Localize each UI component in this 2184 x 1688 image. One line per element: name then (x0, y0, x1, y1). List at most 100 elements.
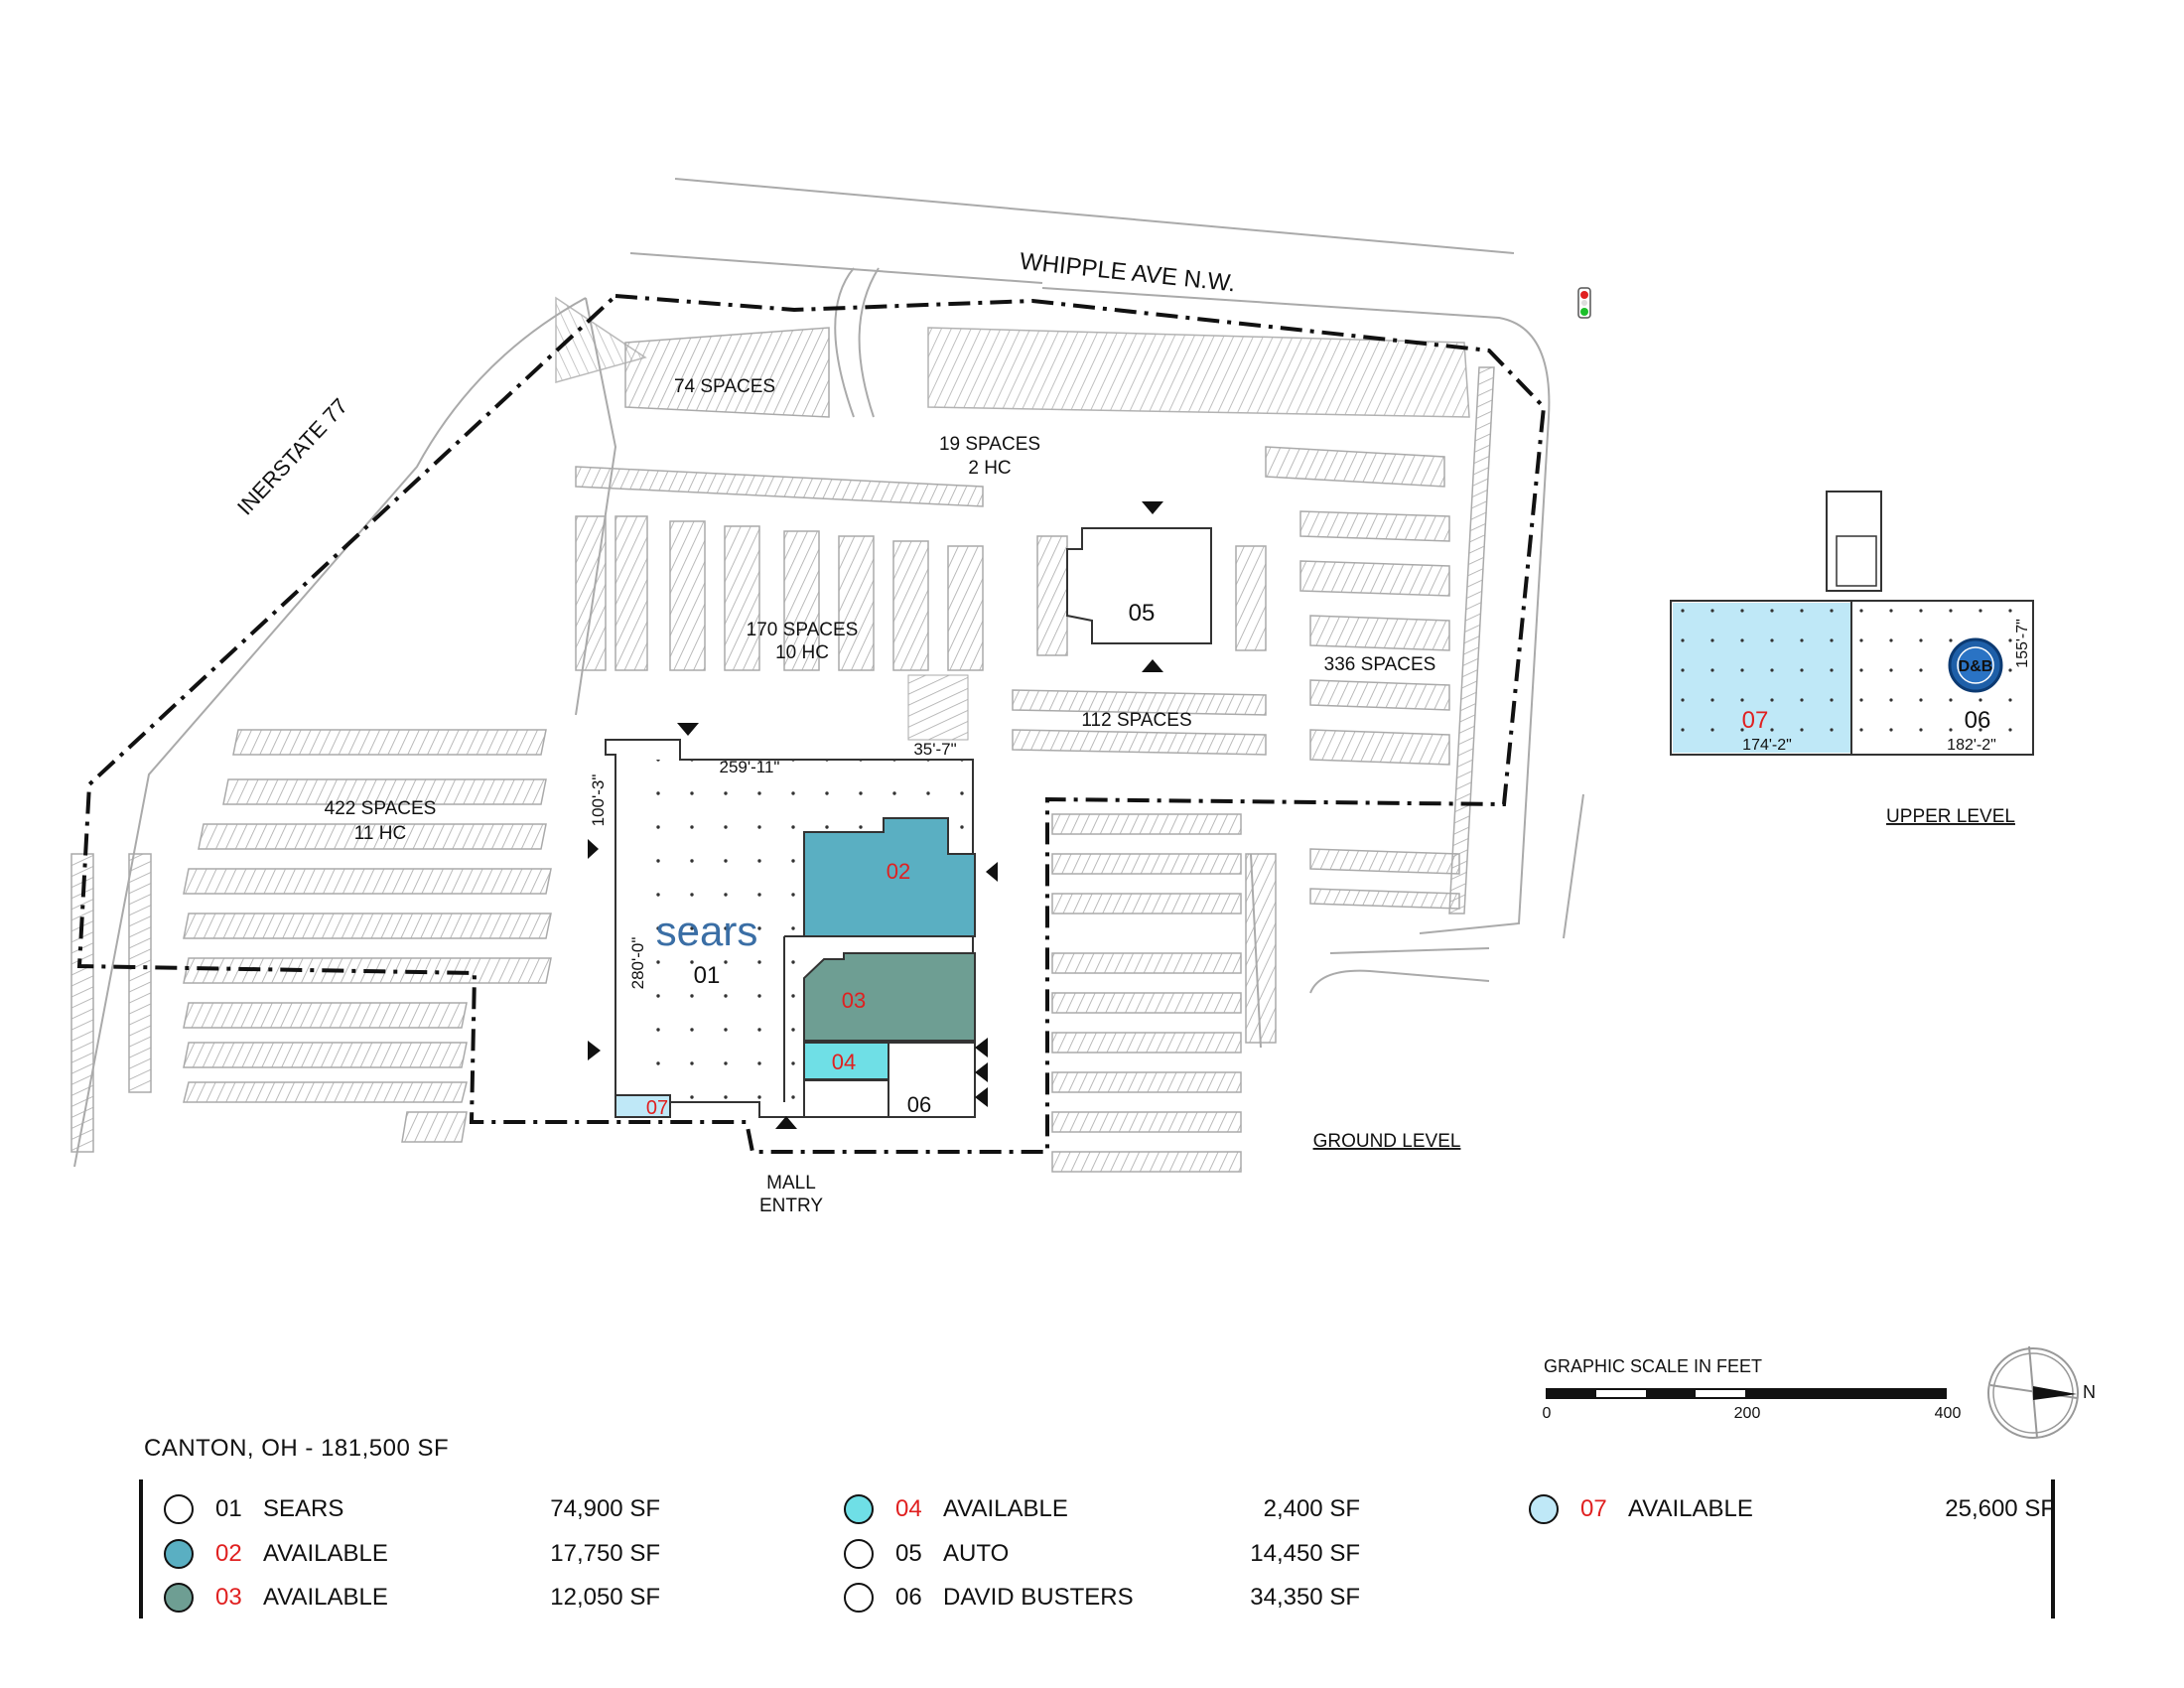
parking-lot-f-1: 422 SPACES (325, 798, 437, 819)
legend-item: 06 DAVID BUSTERS 34,350 SF (844, 1580, 1360, 1616)
legend-unit-name: AVAILABLE (263, 1540, 388, 1567)
legend-bar-right (2051, 1479, 2055, 1618)
parking-lot-c-2: 10 HC (775, 642, 829, 663)
parking-lot-f-2: 11 HC (354, 823, 406, 844)
mall-entry-1: MALL (766, 1173, 816, 1194)
scale-title: GRAPHIC SCALE IN FEET (1544, 1356, 1762, 1376)
unit-04-area (803, 1042, 889, 1080)
upper-dimension-2: 182'-2" (1947, 737, 1996, 754)
traffic-signal-icon (1577, 287, 1591, 319)
arrow-05-north (1142, 501, 1163, 514)
dave-and-busters-logo: D&B (1948, 637, 2003, 693)
legend-unit-size: 12,050 SF (550, 1584, 660, 1611)
scale-tick-0: 0 (1543, 1405, 1552, 1422)
dimension-width-main: 259'-11" (720, 758, 780, 776)
legend-unit-name: AVAILABLE (263, 1584, 388, 1611)
mall-entry-2: ENTRY (759, 1196, 823, 1216)
legend-unit-name: AVAILABLE (943, 1495, 1068, 1522)
legend-swatch (844, 1583, 874, 1613)
dimension-width-side: 35'-7" (913, 740, 956, 759)
arrow-mall-west-2 (588, 1041, 601, 1060)
scale-tick-400: 400 (1935, 1405, 1962, 1422)
unit-02-area (803, 817, 976, 937)
legend-unit-size: 2,400 SF (1263, 1495, 1360, 1522)
north-label: N (2083, 1382, 2096, 1402)
legend-unit-name: SEARS (263, 1495, 344, 1522)
legend-unit-number: 01 (215, 1495, 242, 1522)
parking-lot-b-2: 2 HC (968, 458, 1011, 479)
legend-bar-left (139, 1479, 143, 1618)
unit-label-06: 06 (907, 1092, 931, 1117)
legend-unit-number: 06 (895, 1584, 922, 1611)
arrow-mall-east-3 (975, 1062, 988, 1082)
legend-unit-size: 74,900 SF (550, 1495, 660, 1522)
upper-dimension-1: 174'-2" (1742, 737, 1792, 754)
unit-label-04: 04 (832, 1050, 856, 1074)
road-whipple: WHIPPLE AVE N.W. (1019, 248, 1237, 298)
legend-title: CANTON, OH - 181,500 SF (144, 1435, 450, 1462)
legend-unit-number: 02 (215, 1540, 242, 1567)
legend-unit-number: 04 (895, 1495, 922, 1522)
arrow-mall-west (588, 839, 599, 859)
arrow-mall-east (986, 862, 998, 882)
arrow-mall-east-2 (975, 1038, 988, 1057)
ground-level-label: GROUND LEVEL (1313, 1131, 1461, 1152)
upper-unit-label-06: 06 (1965, 707, 1991, 734)
upper-unit-label-07: 07 (1742, 707, 1769, 734)
legend-unit-size: 14,450 SF (1250, 1540, 1360, 1567)
legend-swatch (844, 1494, 874, 1524)
dnb-logo-text: D&B (1959, 658, 1993, 675)
unit-07-area (614, 1094, 671, 1118)
legend-item: 01 SEARS 74,900 SF (164, 1491, 660, 1527)
unit-label-03: 03 (842, 988, 866, 1013)
legend-unit-number: 07 (1580, 1495, 1607, 1522)
unit-label-01: 01 (694, 962, 721, 989)
legend-unit-number: 05 (895, 1540, 922, 1567)
parking-lot-a: 74 SPACES (674, 376, 775, 397)
graphic-scale-bar (1546, 1388, 1947, 1399)
legend-swatch (164, 1494, 194, 1524)
arrow-05-south (1142, 659, 1163, 672)
parking-lot-e: 112 SPACES (1081, 710, 1191, 731)
unit-06-area (887, 1042, 976, 1118)
upper-dimension-depth: 155'-7" (2014, 619, 2031, 668)
dimension-depth-main: 280'-0" (628, 937, 647, 990)
road-interstate: INERSTATE 77 (232, 393, 352, 519)
arrow-mall-entry (775, 1116, 797, 1129)
building-05-auto (1066, 527, 1212, 644)
parking-lot-b-1: 19 SPACES (939, 434, 1040, 455)
legend-swatch (1529, 1494, 1559, 1524)
legend-unit-size: 34,350 SF (1250, 1584, 1360, 1611)
legend-unit-name: AVAILABLE (1628, 1495, 1753, 1522)
mall-building-ground-level (605, 674, 976, 1118)
arrow-mall-north (677, 723, 699, 736)
arrow-mall-east-4 (975, 1087, 988, 1107)
legend-unit-name: AUTO (943, 1540, 1010, 1567)
sears-logo: sears (656, 908, 758, 954)
property-boundary (76, 294, 1547, 1154)
legend-swatch (844, 1539, 874, 1569)
upper-level-label: UPPER LEVEL (1886, 806, 2015, 827)
legend-unit-size: 25,600 SF (1945, 1495, 2055, 1522)
parking-lot-d: 336 SPACES (1324, 654, 1436, 675)
legend-item: 02 AVAILABLE 17,750 SF (164, 1536, 660, 1572)
legend-unit-number: 03 (215, 1584, 242, 1611)
legend-item: 04 AVAILABLE 2,400 SF (844, 1491, 1360, 1527)
legend-unit-name: DAVID BUSTERS (943, 1584, 1134, 1611)
legend-item: 03 AVAILABLE 12,050 SF (164, 1580, 660, 1616)
legend-item: 05 AUTO 14,450 SF (844, 1536, 1360, 1572)
scale-tick-200: 200 (1734, 1405, 1761, 1422)
unit-label-07: 07 (646, 1097, 668, 1119)
unit-label-05: 05 (1129, 600, 1156, 627)
legend-unit-size: 17,750 SF (550, 1540, 660, 1567)
unit-label-02: 02 (887, 859, 910, 884)
legend-swatch (164, 1583, 194, 1613)
north-arrow-icon (1987, 1345, 2079, 1439)
parking-stalls (70, 296, 1495, 1173)
parking-lot-c-1: 170 SPACES (747, 620, 859, 640)
unit-03-area (803, 952, 976, 1042)
legend-item: 07 AVAILABLE 25,600 SF (1529, 1491, 2055, 1527)
dimension-depth-north: 100'-3" (589, 774, 608, 827)
legend-swatch (164, 1539, 194, 1569)
